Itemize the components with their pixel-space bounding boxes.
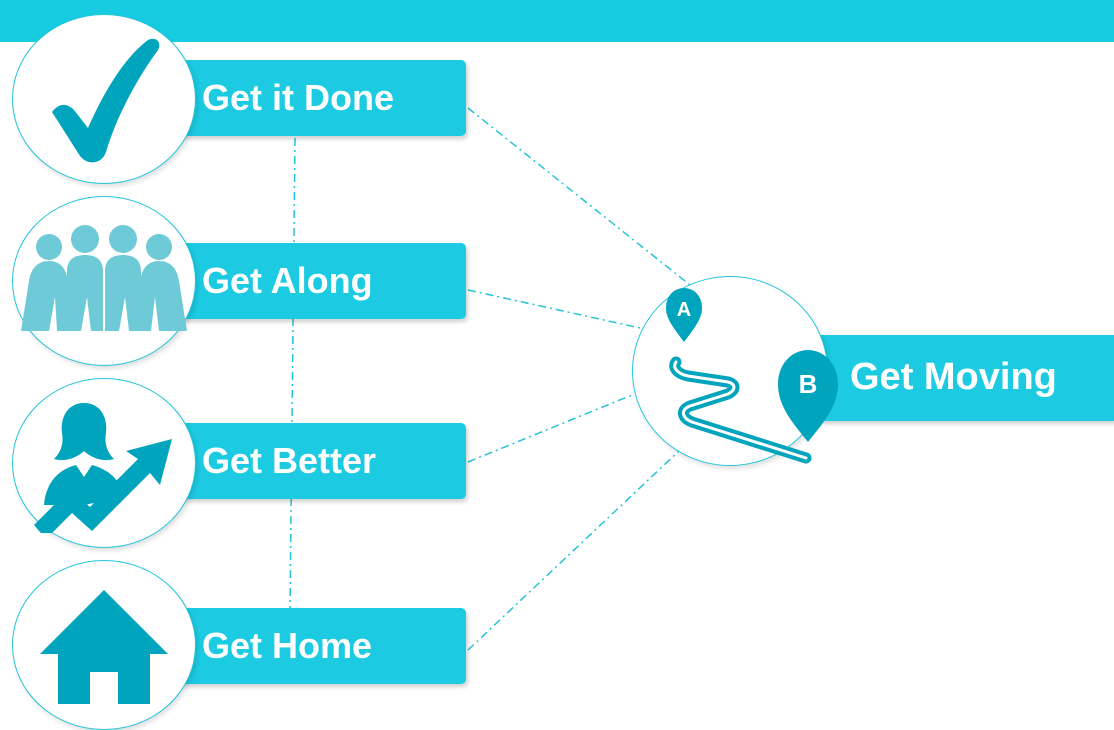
get-home-circle: [12, 560, 196, 730]
connector-get-better: [467, 394, 633, 463]
connector-get-home: [467, 449, 681, 651]
get-home-label: Get Home: [202, 625, 373, 666]
get-along-label: Get Along: [202, 260, 373, 301]
person-growth-arrow-icon: [34, 403, 172, 533]
get-it-done-label: Get it Done: [202, 77, 395, 118]
connector-vertical: [289, 137, 296, 611]
connector-get-along: [467, 289, 641, 329]
pin-a-icon: A: [666, 288, 702, 342]
header-bar: [0, 0, 1114, 42]
pin-a-label: A: [677, 299, 691, 321]
house-icon: [40, 590, 168, 704]
pin-b-label: B: [799, 369, 818, 399]
get-moving-label: Get Moving: [850, 356, 1057, 398]
connector-get-it-done: [467, 107, 691, 286]
pin-b-icon: B: [778, 350, 838, 442]
get-along-box: Get Along: [180, 243, 466, 319]
get-better-circle: [12, 378, 196, 548]
get-home-box: Get Home: [180, 608, 466, 684]
get-it-done-box: Get it Done: [180, 60, 466, 136]
get-it-done-circle: [12, 14, 196, 184]
checkmark-icon: [52, 38, 160, 163]
group-of-people-icon: [21, 225, 187, 331]
get-better-label: Get Better: [202, 440, 377, 481]
get-along-circle: [12, 196, 196, 366]
route-a-to-b-icon: A B: [666, 288, 838, 464]
get-better-box: Get Better: [180, 423, 466, 499]
get-moving-box: Get Moving: [790, 335, 1114, 421]
